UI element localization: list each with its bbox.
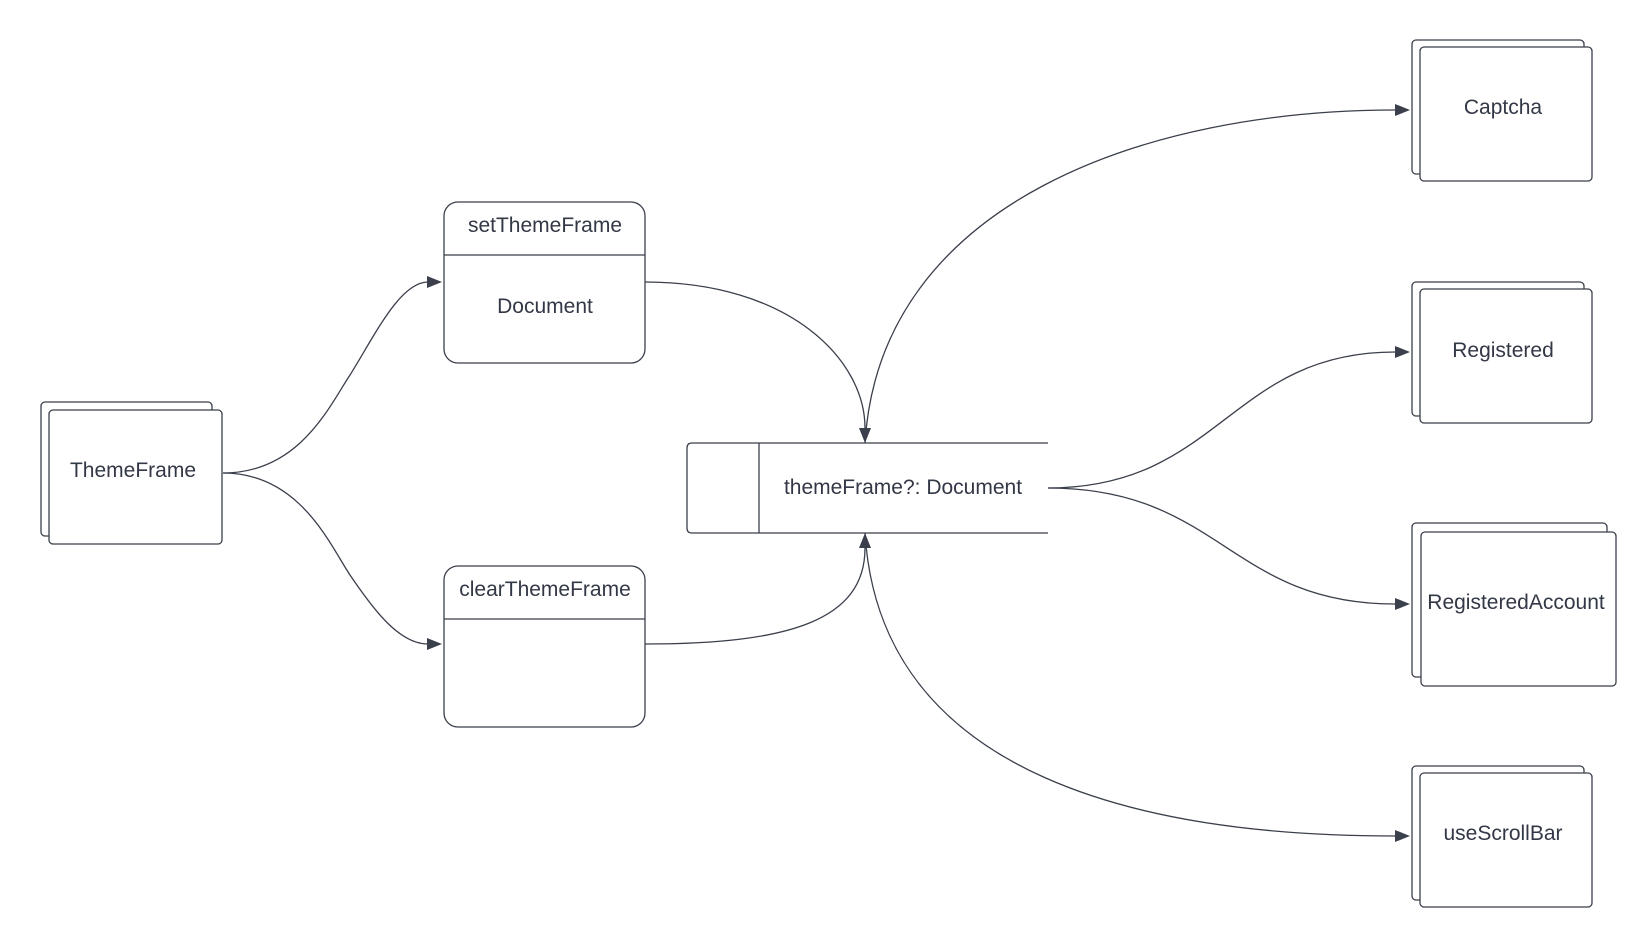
- node-themeframe-label: ThemeFrame: [70, 459, 196, 482]
- edge-setthemeframe-to-context: [644, 281, 866, 429]
- edge-context-to-captcha: [864, 109, 1396, 444]
- edge-clearthemeframe-to-context: [644, 547, 866, 645]
- arrowhead-registered: [1395, 346, 1410, 358]
- node-setthemeframe-body: Document: [497, 295, 593, 318]
- node-setthemeframe-box: [443, 201, 646, 364]
- node-themeframe-front: [48, 409, 223, 545]
- edge-context-to-registered: [1047, 351, 1396, 489]
- node-themeframe[interactable]: ThemeFrame: [40, 401, 223, 545]
- node-clearthemeframe[interactable]: clearThemeFrame: [443, 565, 646, 728]
- edges: [222, 104, 1410, 842]
- node-setthemeframe-title: setThemeFrame: [468, 214, 622, 237]
- node-setthemeframe[interactable]: setThemeFrame Document: [443, 201, 646, 364]
- arrowhead-clearthemeframe: [427, 638, 442, 650]
- arrowhead-setthemeframe: [427, 276, 442, 288]
- node-clearthemeframe-box: [443, 565, 646, 728]
- node-registeredaccount[interactable]: RegisteredAccount: [1411, 522, 1617, 687]
- arrowhead-usescrollbar: [1395, 830, 1410, 842]
- node-context-label: themeFrame?: Document: [784, 476, 1022, 499]
- node-context[interactable]: themeFrame?: Document: [686, 442, 1048, 534]
- node-usescrollbar-label: useScrollBar: [1443, 822, 1562, 845]
- node-context-outline: [686, 442, 1048, 534]
- edge-context-to-usescrollbar: [864, 532, 1396, 837]
- node-registered[interactable]: Registered: [1411, 281, 1593, 424]
- node-registered-label: Registered: [1452, 339, 1554, 362]
- edge-themeframe-to-clearthemeframe: [222, 472, 429, 645]
- node-registeredaccount-front: [1420, 531, 1617, 687]
- node-registeredaccount-label: RegisteredAccount: [1427, 591, 1605, 614]
- node-usescrollbar[interactable]: useScrollBar: [1411, 765, 1593, 908]
- node-captcha-label: Captcha: [1464, 96, 1543, 119]
- node-registered-front: [1419, 288, 1593, 424]
- arrowhead-captcha: [1395, 104, 1410, 116]
- node-captcha-front: [1419, 46, 1593, 182]
- edge-context-to-registeredaccount: [1047, 487, 1396, 605]
- node-captcha[interactable]: Captcha: [1411, 39, 1593, 182]
- node-clearthemeframe-title: clearThemeFrame: [459, 578, 631, 601]
- edge-themeframe-to-setthemeframe: [222, 281, 429, 474]
- node-usescrollbar-front: [1419, 772, 1593, 908]
- arrowhead-registeredaccount: [1395, 598, 1410, 610]
